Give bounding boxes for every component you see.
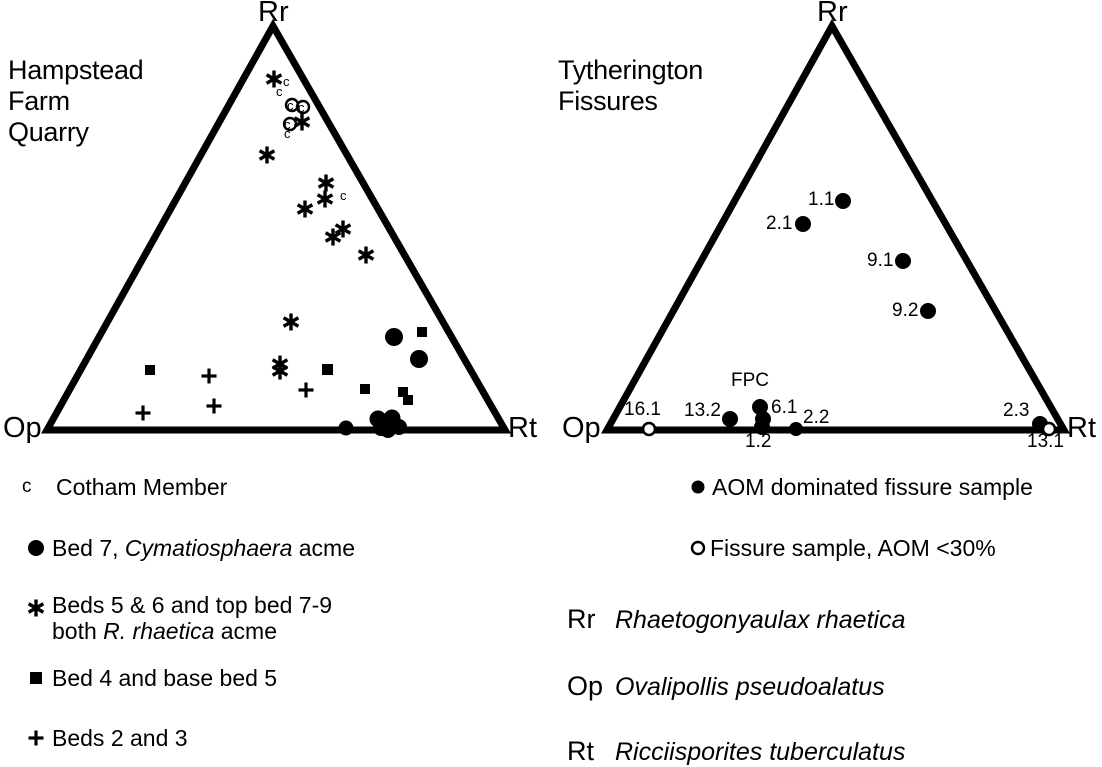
lowercase-c-marker: c [22,476,32,497]
legend-label-aom-dominated: AOM dominated fissure sample [712,474,1033,500]
cotham-c-annotation: c [284,126,291,141]
legend-item-bed4: Bed 4 and base bed 5 [18,665,277,692]
right-ternary-triangle [601,18,1071,434]
legend-label-beds5-6-line2-pre: both [52,618,104,644]
right-panel-title: Tytherington Fissures [558,55,703,116]
right-vertex-label-rt: Rt [1067,412,1096,444]
legend-spacer-square [18,665,52,691]
legend-item-aom-under30: Fissure sample, AOM <30% [690,535,996,562]
legend-spacer-asterisk [18,592,52,618]
legend-symbol-shapes [26,480,706,748]
legend-spacer-plus [18,725,52,751]
abbreviation-value-op: Ovalipollis pseudoalatus [615,673,885,701]
left-open-circle-markers [282,97,311,132]
abbreviation-op: Op Ovalipollis pseudoalatus [567,671,885,702]
point-label-2-1: 2.1 [766,213,793,234]
legend-item-aom-dominated: AOM dominated fissure sample [690,474,1033,501]
point-label-13-2: 13.2 [684,400,721,421]
abbreviation-rr: Rr Rhaetogonyaulax rhaetica [567,604,905,635]
point-label-1-1: 1.1 [808,189,835,210]
legend-label-bed7-pre: Bed 7, [52,535,125,561]
point-label-13-1: 13.1 [1027,431,1064,452]
abbreviation-rt: Rt Ricciisporites tuberculatus [567,736,905,767]
right-vertex-label-rr: Rr [817,0,848,28]
left-filled-circle-markers [338,328,428,438]
left-plus-markers [133,366,316,423]
legend-item-bed7: Bed 7, Cymatiosphaera acme [18,535,355,562]
left-asterisk-markers [257,68,376,382]
abbreviation-key-op: Op [567,671,604,701]
legend-item-cotham-member: c Cotham Member [18,474,227,501]
legend-label-beds5-6-line1: Beds 5 & 6 and top bed 7-9 [52,592,333,618]
legend-spacer-open-circle [690,535,710,561]
legend-spacer-circle [18,535,52,561]
right-filled-circle-markers [722,193,1048,436]
legend-label-bed7-taxon: Cymatiosphaera [124,535,293,561]
legend-filled-circle-left [28,540,44,556]
legend-label-cotham-member: Cotham Member [56,474,228,500]
left-vertex-label-op: Op [3,412,42,444]
legend-label-bed4: Bed 4 and base bed 5 [52,665,278,691]
legend-label-bed7: Bed 7, Cymatiosphaera acme [52,535,355,562]
cotham-c-annotation: c [287,98,294,113]
legend-label-aom-under30: Fissure sample, AOM <30% [710,535,996,561]
legend-filled-square-left [30,672,42,684]
cotham-c-annotation: c [276,84,283,99]
right-open-circle-markers [641,421,1057,437]
point-label-2-2: 2.2 [803,407,830,428]
point-label-fpc: FPC [731,370,769,391]
right-vertex-label-op: Op [562,412,601,444]
abbreviation-key-rt: Rt [567,736,594,766]
cotham-c-annotation: c [340,188,347,203]
legend-item-beds2-3: Beds 2 and 3 [18,725,188,752]
cotham-c-annotation: c [283,74,290,89]
legend-spacer-filled-circle [690,474,712,500]
left-vertex-label-rt: Rt [508,412,537,444]
legend-label-beds5-6-taxon: R. rhaetica [103,618,215,644]
abbreviation-value-rt: Ricciisporites tuberculatus [615,738,906,766]
left-filled-square-markers [145,327,427,405]
point-label-1-2: 1.2 [745,431,772,452]
left-panel-title: Hampstead Farm Quarry [8,55,144,147]
point-label-9-2: 9.2 [892,300,919,321]
legend-label-beds2-3: Beds 2 and 3 [52,725,188,751]
point-label-2-3: 2.3 [1003,400,1030,421]
legend-label-beds5-6-line2-post: acme [214,618,278,644]
point-label-6-1: 6.1 [771,397,798,418]
legend-open-circle-right [690,540,706,556]
left-vertex-label-rr: Rr [258,0,289,28]
point-label-16-1: 16.1 [624,399,661,420]
abbreviation-value-rr: Rhaetogonyaulax rhaetica [615,606,906,634]
cotham-c-annotation: c [284,117,291,132]
abbreviation-key-rr: Rr [567,604,596,634]
point-label-9-1: 9.1 [867,250,894,271]
legend-filled-circle-right [691,480,705,494]
left-ternary-triangle [41,18,512,434]
cotham-c-annotation: c [298,100,305,115]
legend-label-bed7-post: acme [292,535,355,561]
